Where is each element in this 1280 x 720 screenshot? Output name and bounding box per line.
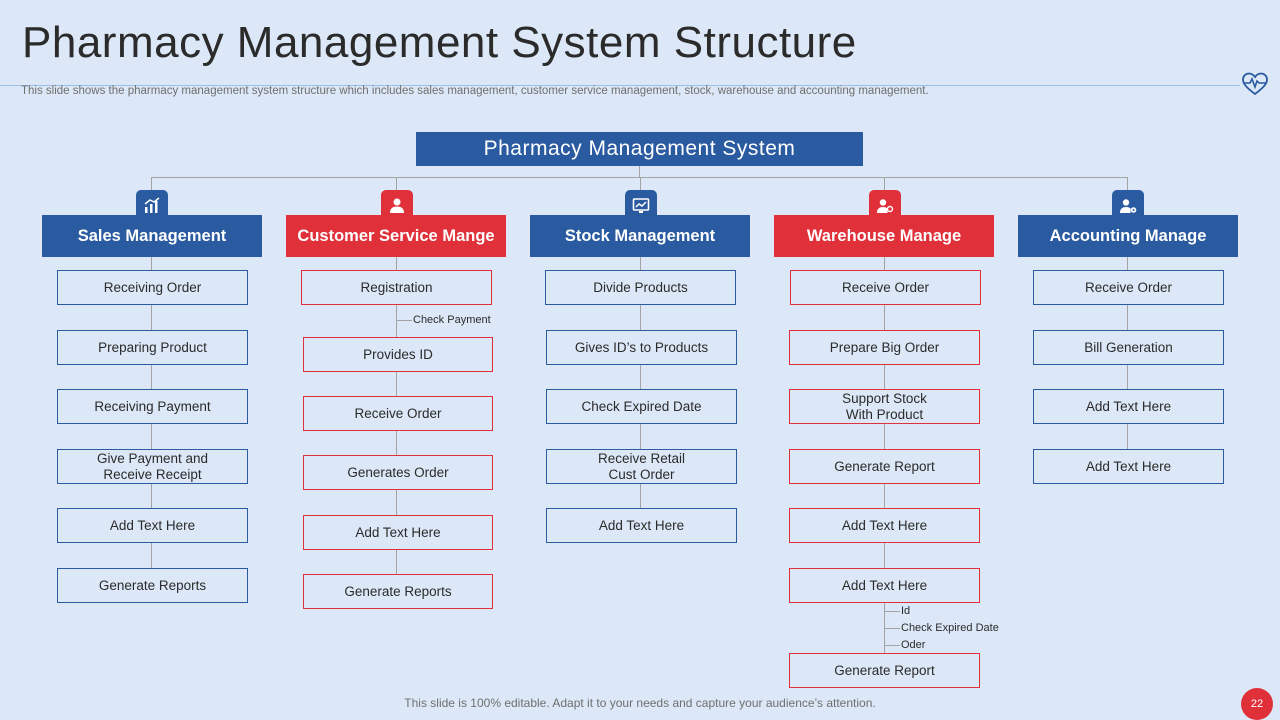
node-box: Add Text Here <box>546 508 737 543</box>
node-box: Receive Order <box>790 270 981 305</box>
node-box: Receive Order <box>1033 270 1224 305</box>
annotation-tick <box>396 320 412 321</box>
annotation-label: Check Payment <box>413 314 491 326</box>
root-node: Pharmacy Management System <box>416 132 863 166</box>
page-number-badge: 22 <box>1241 688 1273 720</box>
slide-subtitle: This slide shows the pharmacy management… <box>21 85 929 97</box>
title-divider <box>0 85 1240 86</box>
node-box: Add Text Here <box>1033 389 1224 424</box>
node-box: Provides ID <box>303 337 493 372</box>
node-box: Receiving Payment <box>57 389 248 424</box>
column-heading: Warehouse Manage <box>774 215 994 257</box>
column-heading: Stock Management <box>530 215 750 257</box>
node-box: Give Payment and Receive Receipt <box>57 449 248 484</box>
column-heading: Customer Service Mange <box>286 215 506 257</box>
node-box: Receiving Order <box>57 270 248 305</box>
node-box: Add Text Here <box>1033 449 1224 484</box>
column-heading: Accounting Manage <box>1018 215 1238 257</box>
node-box: Generate Reports <box>57 568 248 603</box>
column-connector <box>396 177 397 190</box>
heartbeat-icon <box>1242 72 1268 96</box>
node-box: Check Expired Date <box>546 389 737 424</box>
column-connector <box>151 177 152 190</box>
column-connector <box>1127 177 1128 190</box>
node-box: Preparing Product <box>57 330 248 365</box>
annotation-label: Check Expired Date <box>901 622 999 634</box>
column-connector <box>640 177 641 190</box>
annotation-tick <box>884 645 900 646</box>
node-box: Add Text Here <box>303 515 493 550</box>
node-box: Gives ID’s to Products <box>546 330 737 365</box>
node-box: Divide Products <box>545 270 736 305</box>
annotation-label: Oder <box>901 639 926 651</box>
node-box: Registration <box>301 270 492 305</box>
node-box: Generates Order <box>303 455 493 490</box>
root-connector <box>639 166 640 177</box>
node-box: Add Text Here <box>57 508 248 543</box>
node-box: Generate Report <box>789 653 980 688</box>
node-box: Add Text Here <box>789 568 980 603</box>
slide-title: Pharmacy Management System Structure <box>22 18 857 67</box>
node-box: Prepare Big Order <box>789 330 980 365</box>
column-bus <box>151 177 1128 178</box>
footer-note: This slide is 100% editable. Adapt it to… <box>404 696 876 710</box>
node-box: Generate Reports <box>303 574 493 609</box>
column-connector <box>884 177 885 190</box>
annotation-tick <box>884 628 900 629</box>
node-box: Receive Order <box>303 396 493 431</box>
node-box: Generate Report <box>789 449 980 484</box>
node-box: Support Stock With Product <box>789 389 980 424</box>
node-box: Add Text Here <box>789 508 980 543</box>
node-box: Bill Generation <box>1033 330 1224 365</box>
column-heading: Sales Management <box>42 215 262 257</box>
annotation-label: Id <box>901 605 911 617</box>
annotation-tick <box>884 611 900 612</box>
node-box: Receive Retail Cust Order <box>546 449 737 484</box>
